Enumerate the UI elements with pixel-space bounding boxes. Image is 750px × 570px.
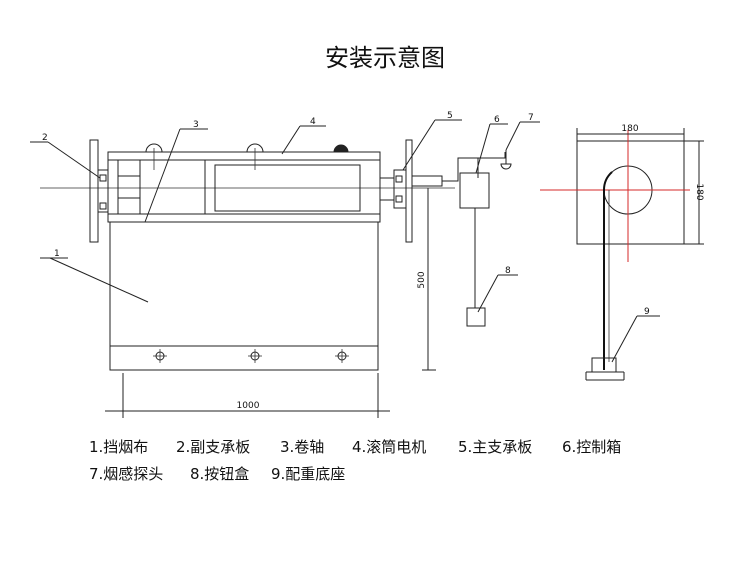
callout-8: 8 [505,266,511,276]
callout-6: 6 [494,115,500,125]
side-curtain [602,171,613,370]
housing-bottom-band [107,213,381,223]
callout-2: 2 [42,133,48,143]
legend-item: 5.主支承板 [458,438,532,456]
legend-item: 7.烟感探头 [89,465,163,483]
dimension-label-500: 500 [417,271,427,288]
dimension-label-180-h: 180 [694,183,704,200]
button-box [466,307,486,327]
legend-item: 4.滚筒电机 [352,438,426,456]
callouts: 2 3 4 5 6 7 1 8 9 [30,111,660,363]
dimension-label-180-w: 180 [621,124,638,134]
legend-item: 8.按钮盒 [190,465,249,483]
right-bracket-plate [405,139,413,243]
legend-item: 3.卷轴 [280,438,324,456]
side-plate [576,140,685,245]
smoke-detector [500,150,512,170]
right-bolt [395,195,403,203]
bottom-bar-bolts [153,349,349,363]
callout-5: 5 [447,111,453,121]
right-bolt [395,175,403,183]
fire-curtain [109,221,379,371]
legend-item: 6.控制箱 [562,438,621,456]
legend-item: 9.配重底座 [271,465,345,483]
legend-item: 1.挡烟布 [89,438,148,456]
wiring [442,152,506,308]
dimension-180-height: 180 [684,140,704,245]
housing-top-band [107,151,381,161]
callout-4: 4 [310,117,316,127]
left-bolt [99,174,107,182]
callout-9: 9 [644,307,650,317]
diagram-title: 安装示意图 [325,44,445,72]
side-view [540,130,690,381]
dimension-1000: 1000 [105,373,390,418]
dimension-label-1000: 1000 [237,401,260,411]
callout-1: 1 [54,249,60,259]
main-assembly [40,139,455,371]
control-box [459,172,490,209]
top-arc-filled [333,144,349,153]
left-bolt [99,202,107,210]
legend-item: 2.副支承板 [176,438,250,456]
dimension-180-width: 180 [576,124,685,141]
callout-3: 3 [193,120,199,130]
roller-shaft [214,164,361,212]
legend: 1.挡烟布 2.副支承板 3.卷轴 4.滚筒电机 5.主支承板 6.控制箱 7.… [89,438,621,483]
dimension-500: 500 [417,188,436,371]
motor-end-cap [379,177,395,201]
left-bracket-plate [89,139,99,243]
callout-7: 7 [528,113,534,123]
top-arc [246,143,264,153]
top-arc [145,143,163,153]
motor-shaft-coupling [411,175,443,187]
